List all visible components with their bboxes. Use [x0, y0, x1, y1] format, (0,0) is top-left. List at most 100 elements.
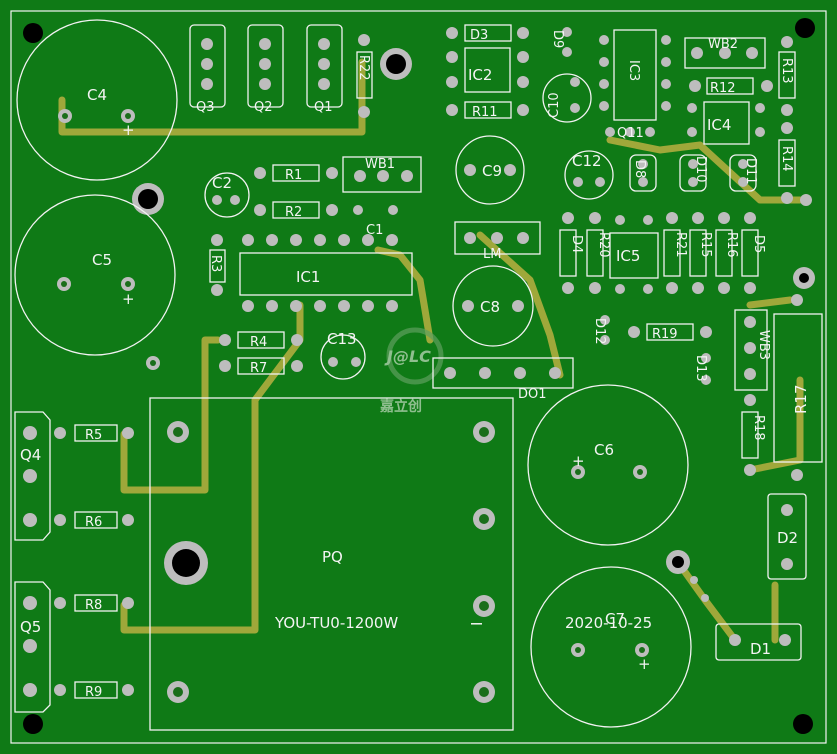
resistor-r19: R19: [628, 323, 712, 342]
q1-label: Q1: [314, 100, 333, 115]
resistor-r12: R12: [689, 77, 773, 96]
resistor-r4: R4: [219, 331, 303, 350]
resistor-r13: R13: [778, 36, 796, 116]
r21-label: R21: [673, 232, 688, 258]
c4-label: C4: [87, 86, 107, 104]
capacitor-c5: C5 +: [14, 194, 176, 356]
capacitor-c7: C7 +: [530, 566, 692, 728]
potentiometer-wb2: WB2: [684, 37, 766, 69]
c12-label: C12: [572, 152, 602, 170]
svg-text:+: +: [638, 655, 651, 673]
r19-label: R19: [652, 327, 678, 342]
d3-label: D3: [470, 28, 488, 43]
r5-label: R5: [85, 428, 102, 443]
c10-label: C10: [547, 92, 562, 118]
transistor-q2: Q2: [247, 24, 284, 115]
d2-label: D2: [777, 529, 798, 547]
q3-label: Q3: [196, 100, 215, 115]
do1-label: DO1: [518, 387, 547, 402]
r1-label: R1: [285, 168, 302, 183]
capacitor-c13: C13: [320, 330, 366, 380]
mounting-holes: [23, 18, 815, 734]
capacitor-c1: C1: [353, 205, 398, 238]
diode-d3: D3: [446, 24, 529, 43]
wb3-label: WB3: [756, 330, 771, 360]
transistor-q1: Q1: [306, 24, 343, 115]
capacitor-c10: C10: [542, 73, 592, 123]
ic3-label: IC3: [626, 60, 641, 81]
board-outline: [10, 10, 827, 744]
resistor-r16: R16: [715, 212, 739, 294]
transformer-model-label: YOU-TU0-1200W: [274, 614, 398, 632]
potentiometer-wb3: WB3: [734, 309, 771, 391]
r9-label: R9: [85, 685, 102, 700]
r16-label: R16: [724, 232, 739, 258]
resistor-r22: R22: [356, 34, 373, 118]
svg-text:I: I: [468, 622, 486, 626]
transistor-q11: Q11: [605, 126, 655, 141]
svg-text:+: +: [122, 290, 135, 308]
capacitor-c2: C2: [204, 172, 250, 218]
ic2-chip: IC2: [446, 47, 529, 93]
r12-label: R12: [710, 81, 736, 96]
capacitor-c4: C4 +: [16, 19, 178, 181]
transistor-q4: Q4: [14, 411, 51, 541]
resistor-r6: R6: [54, 511, 134, 530]
resistor-r20: R20: [586, 212, 611, 294]
resistor-r1: R1: [254, 164, 338, 183]
ic1-chip: IC1: [239, 234, 413, 312]
r4-label: R4: [250, 335, 267, 350]
ic2-label: IC2: [468, 66, 492, 84]
q4-label: Q4: [20, 446, 41, 464]
r20-label: R20: [596, 232, 611, 258]
logo-subtext: 嘉立创: [379, 398, 422, 415]
q5-label: Q5: [20, 618, 41, 636]
c6-label: C6: [594, 441, 614, 459]
capacitor-c8: C8: [452, 265, 534, 347]
d10-label: D10: [693, 156, 708, 183]
jlc-logo: J@LC 嘉立创: [379, 327, 444, 415]
q2-label: Q2: [254, 100, 273, 115]
resistor-r15: R15: [689, 212, 713, 294]
c5-label: C5: [92, 251, 112, 269]
d11-label: D11: [743, 158, 758, 185]
r15-label: R15: [698, 232, 713, 258]
resistor-r17: R17: [773, 294, 823, 481]
capacitor-c6: C6 +: [527, 384, 689, 546]
svg-text:+: +: [572, 452, 585, 470]
transformer-pq: PQ YOU-TU0-1200W I: [149, 397, 514, 731]
logo-text: J@LC: [384, 347, 431, 366]
r7-label: R7: [250, 361, 267, 376]
r14-label: R14: [779, 146, 794, 172]
transformer-ref-label: PQ: [322, 548, 343, 566]
resistor-r3: R3: [208, 234, 226, 296]
c13-label: C13: [327, 330, 357, 348]
r3-label: R3: [208, 255, 223, 272]
r18-label: R18: [751, 415, 766, 441]
potentiometer-wb1: WB1: [342, 156, 422, 193]
diode-d9: D9: [550, 27, 572, 57]
capacitor-c9: C9: [455, 135, 525, 205]
wb2-label: WB2: [708, 37, 738, 52]
ic4-label: IC4: [707, 116, 731, 134]
r17-label: R17: [792, 384, 810, 414]
d9-label: D9: [550, 30, 565, 48]
d8-label: D8: [632, 160, 647, 178]
c9-label: C9: [482, 162, 502, 180]
diode-d2: D2: [767, 493, 807, 580]
diode-d4: D4: [559, 212, 584, 294]
diode-d11: D11: [729, 154, 758, 192]
resistor-r18: R18: [741, 394, 766, 476]
capacitor-c12: C12: [564, 150, 614, 200]
r22-label: R22: [356, 55, 371, 81]
c2-label: C2: [212, 174, 232, 192]
c8-label: C8: [480, 298, 500, 316]
connector-do1: DO1: [432, 357, 574, 402]
resistor-r14: R14: [778, 122, 796, 204]
r6-label: R6: [85, 515, 102, 530]
resistor-r7: R7: [219, 357, 303, 376]
r2-label: R2: [285, 205, 302, 220]
diode-d5: D5: [741, 212, 766, 294]
